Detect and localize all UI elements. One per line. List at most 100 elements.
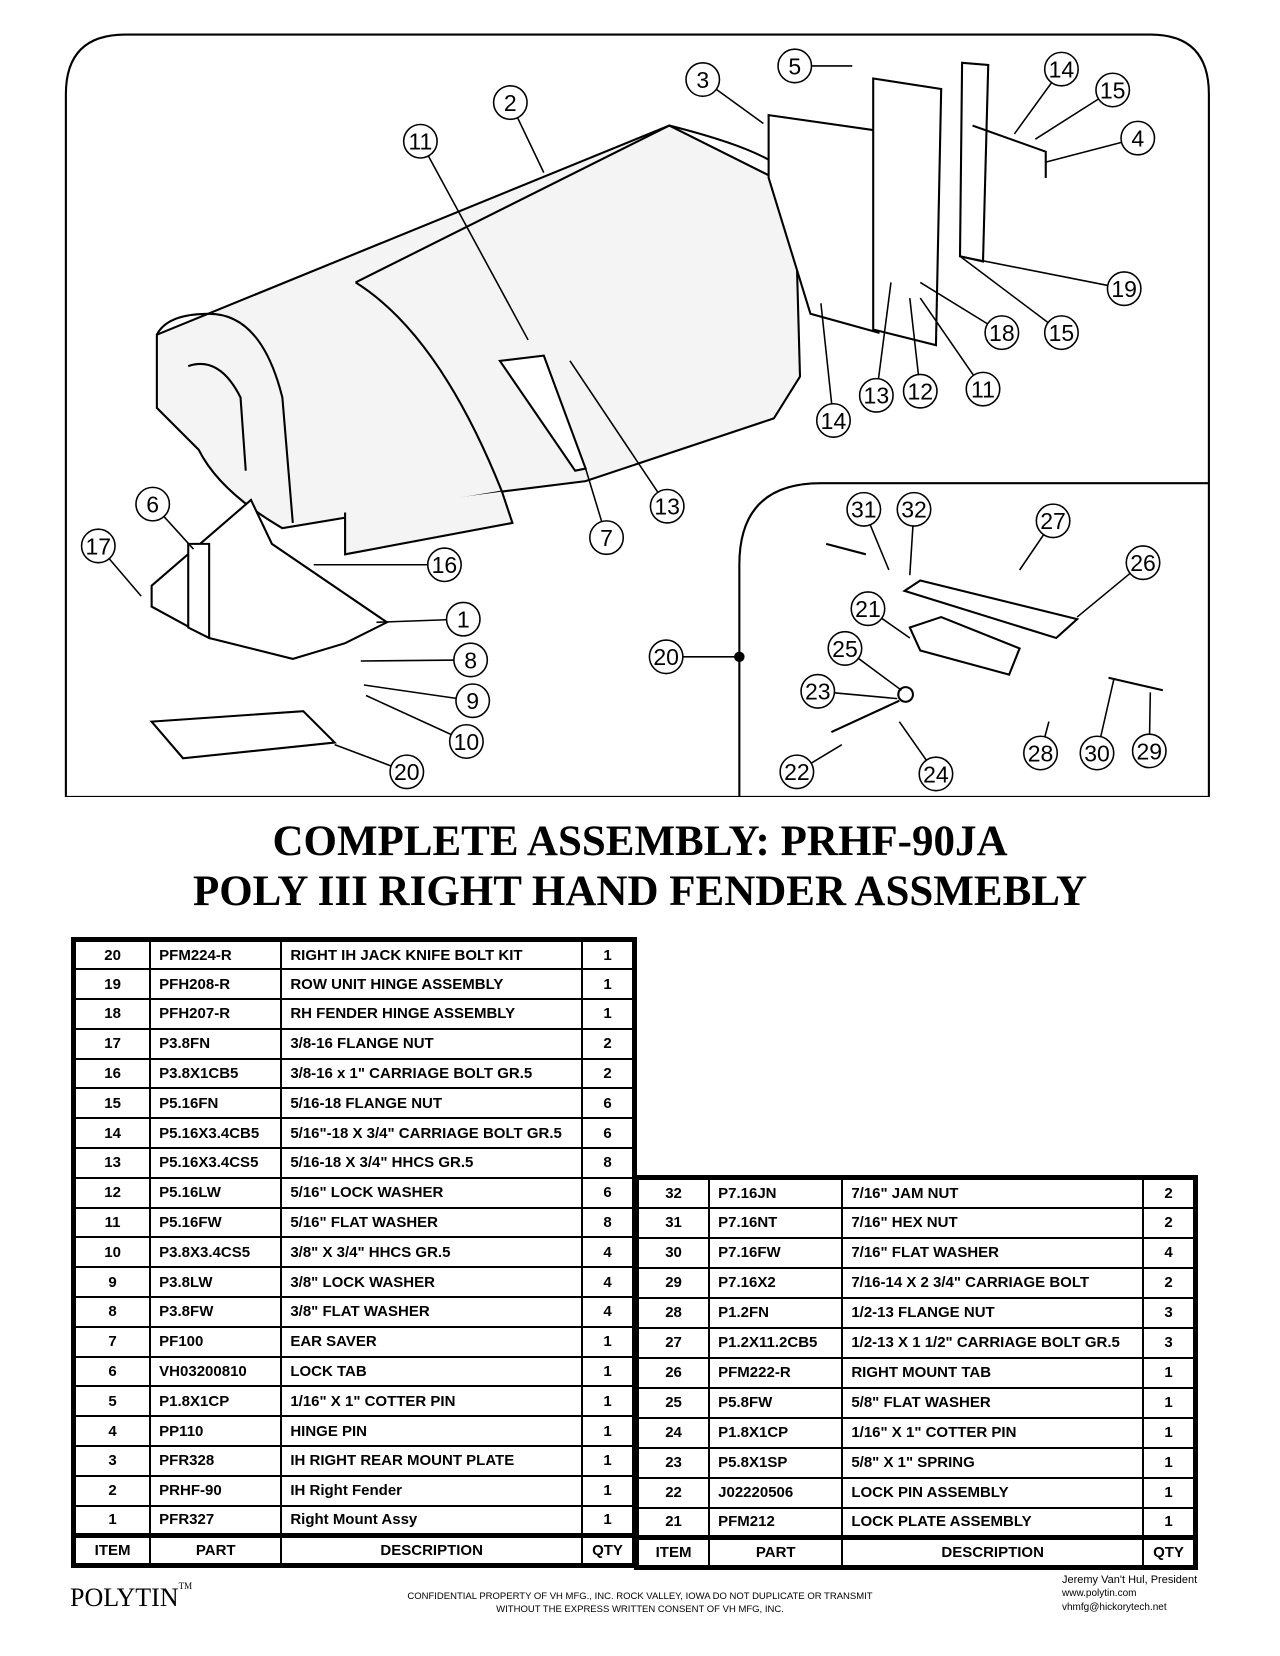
callout-circle	[1106, 271, 1142, 307]
quantity: 3	[1142, 1326, 1197, 1359]
quantity: 1	[581, 1474, 636, 1507]
callout-number: 8	[464, 647, 477, 673]
description: HINGE PIN	[280, 1415, 583, 1448]
column-header: DESCRIPTION	[280, 1532, 583, 1567]
callout-circle	[918, 756, 954, 792]
part-number: PFR328	[149, 1445, 283, 1477]
description: Right Mount Assy	[280, 1504, 583, 1537]
quantity: 1	[581, 1415, 636, 1448]
description: EAR SAVER	[280, 1325, 583, 1358]
part-number: PFM222-R	[708, 1356, 844, 1389]
leader-line	[919, 297, 984, 390]
callout-number: 19	[1111, 276, 1137, 302]
right-mount-assy	[149, 498, 389, 760]
callout-circle	[589, 520, 625, 556]
description: 5/16"-18 X 3/4" CARRIAGE BOLT GR.5	[280, 1117, 583, 1150]
description: 1/2-13 X 1 1/2" CARRIAGE BOLT GR.5	[841, 1326, 1145, 1359]
callout-circle	[649, 488, 685, 524]
part-number: P3.8X1CB5	[149, 1057, 283, 1090]
callout-number: 10	[454, 729, 480, 755]
callout-number: 13	[864, 383, 890, 409]
callout-circle	[389, 754, 425, 790]
description: 7/16" HEX NUT	[841, 1206, 1145, 1239]
confidential-notice: CONFIDENTIAL PROPERTY OF VH MFG., INC. R…	[340, 1590, 940, 1616]
quantity: 6	[581, 1087, 636, 1120]
callout-circle	[426, 547, 462, 583]
part-number: P3.8FW	[149, 1296, 283, 1328]
part-number: P1.2FN	[708, 1296, 844, 1329]
email: vhmfg@hickorytech.net	[1062, 1602, 1167, 1613]
part-number: PFM224-R	[149, 938, 283, 971]
item-number: 6	[72, 1355, 152, 1388]
part-number: PFR327	[149, 1504, 283, 1537]
item-number: 8	[72, 1296, 152, 1328]
leader-line	[363, 684, 473, 702]
callout-number: 23	[805, 679, 831, 705]
quantity: 4	[581, 1296, 636, 1328]
item-number: 21	[635, 1506, 711, 1539]
part-number: P1.2X11.2CB5	[708, 1326, 844, 1359]
callout-number: 21	[855, 596, 881, 622]
description: 3/8" FLAT WASHER	[280, 1296, 583, 1328]
confidential-line-2: WITHOUT THE EXPRESS WRITTEN CONSENT OF V…	[496, 1604, 784, 1615]
leader-line	[875, 282, 892, 396]
callout-circle	[1043, 51, 1079, 87]
description: 3/8-16 x 1" CARRIAGE BOLT GR.5	[280, 1057, 583, 1090]
callout-circle	[685, 62, 721, 98]
description: 3/8-16 FLANGE NUT	[280, 1027, 583, 1060]
part-number: PFM212	[708, 1506, 844, 1539]
part-number: J02220506	[708, 1476, 844, 1509]
callout-circle	[1023, 735, 1059, 771]
callout-circle	[80, 528, 116, 564]
column-header: PART	[149, 1532, 283, 1567]
mount-plates	[767, 61, 1047, 347]
callout-circle	[777, 48, 813, 84]
part-number: P1.8X1CP	[708, 1416, 844, 1449]
description: 3/8" LOCK WASHER	[280, 1266, 583, 1299]
diagram-frame	[64, 33, 1210, 797]
confidential-line-1: CONFIDENTIAL PROPERTY OF VH MFG., INC. R…	[407, 1591, 873, 1602]
callout-circle	[902, 373, 938, 409]
description: 5/16" FLAT WASHER	[280, 1206, 583, 1239]
callout-circle	[800, 673, 836, 709]
item-number: 13	[72, 1147, 152, 1179]
polytin-logo: POLYTINTM	[70, 1581, 192, 1613]
callout-number: 29	[1136, 738, 1162, 764]
callout-number: 2	[504, 90, 517, 116]
part-number: P7.16FW	[708, 1236, 844, 1269]
quantity: 2	[1142, 1266, 1197, 1299]
logo-text: POLYTIN	[70, 1583, 179, 1612]
callout-circle	[850, 591, 886, 627]
leader-junction-dot	[734, 651, 745, 663]
part-number: VH03200810	[149, 1355, 283, 1388]
quantity: 1	[1142, 1386, 1197, 1419]
callout-circle	[846, 491, 882, 527]
callout-number: 18	[989, 320, 1015, 346]
part-number: PP110	[149, 1415, 283, 1448]
description: 7/16" JAM NUT	[841, 1176, 1145, 1209]
callout-circle	[1095, 72, 1131, 108]
part-number: P1.8X1CP	[149, 1385, 283, 1418]
callout-number: 13	[654, 494, 680, 520]
column-header: QTY	[581, 1532, 636, 1567]
part-number: P7.16NT	[708, 1206, 844, 1239]
item-number: 17	[72, 1027, 152, 1060]
part-number: P7.16X2	[708, 1266, 844, 1299]
jack-knife-kit-detail	[825, 542, 1164, 734]
part-number: P3.8X3.4CS5	[149, 1236, 283, 1269]
detail-inset-frame	[738, 482, 1209, 797]
item-number: 32	[635, 1176, 711, 1209]
part-number: P7.16JN	[708, 1176, 844, 1209]
